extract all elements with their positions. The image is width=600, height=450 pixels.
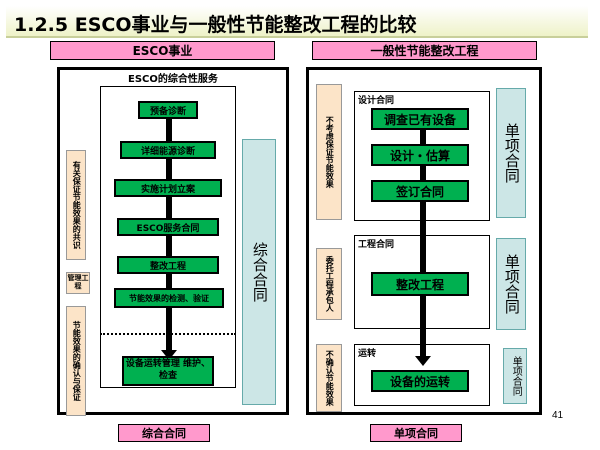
page-number: 41 [552, 410, 564, 421]
side-label-no-savings-guarantee: 不考虑保证节能效果 [316, 84, 342, 220]
operation-section-label: 运转 [358, 349, 377, 359]
side-label-savings-consensus: 有关保证节能效果的共识 [66, 150, 86, 260]
construction-section-label: 工程合同 [358, 240, 395, 250]
right-flow-arrow-head [415, 356, 431, 366]
step-preliminary-diagnosis: 预备诊断 [138, 101, 198, 119]
right-footer: 单项合同 [370, 424, 462, 442]
left-flow-arrow-head [161, 350, 177, 360]
side-label-management: 管理工程 [66, 272, 90, 294]
step-survey-equipment: 调查已有设备 [371, 108, 469, 130]
step-retrofit-work: 整改工程 [117, 256, 219, 274]
side-label-contractor: 委托工程承包人 [316, 248, 342, 320]
step-equipment-operation: 设备的运转 [371, 370, 469, 392]
comprehensive-contract-bar: 综合合同 [242, 139, 276, 405]
step-savings-verification: 节能效果的检测、验证 [114, 288, 224, 308]
step-esco-service-contract: ESCO服务合同 [117, 218, 219, 236]
step-implementation-plan: 实施计划立案 [114, 179, 222, 197]
single-contract-design: 单项合同 [496, 88, 526, 218]
single-contract-construction: 单项合同 [496, 238, 526, 330]
single-contract-operation: 单项合同 [503, 348, 527, 404]
left-subheader: ESCO的综合性服务 [128, 74, 218, 85]
step-sign-contract: 签订合同 [371, 180, 469, 202]
title-bar [6, 6, 588, 38]
step-design-estimate: 设计・估算 [371, 144, 469, 166]
right-flow-arrow-shaft [420, 118, 426, 358]
left-header: ESCO事业 [50, 41, 275, 60]
side-label-savings-confirmation: 节能效果的确认与保证 [66, 306, 86, 416]
left-footer: 综合合同 [118, 424, 210, 442]
right-header: 一般性节能整改工程 [312, 41, 537, 60]
step-detailed-energy-diagnosis: 详细能源诊断 [120, 141, 216, 159]
side-label-no-savings-confirmation: 不确认节能效果 [316, 344, 342, 412]
design-section-label: 设计合同 [358, 96, 395, 106]
step-operation-maintenance: 设备运转管理 维护、检查 [122, 356, 214, 386]
step-retrofit-construction: 整改工程 [371, 272, 469, 296]
slide-title: 1.2.5 ESCO事业与一般性节能整改工程的比较 [14, 14, 417, 36]
